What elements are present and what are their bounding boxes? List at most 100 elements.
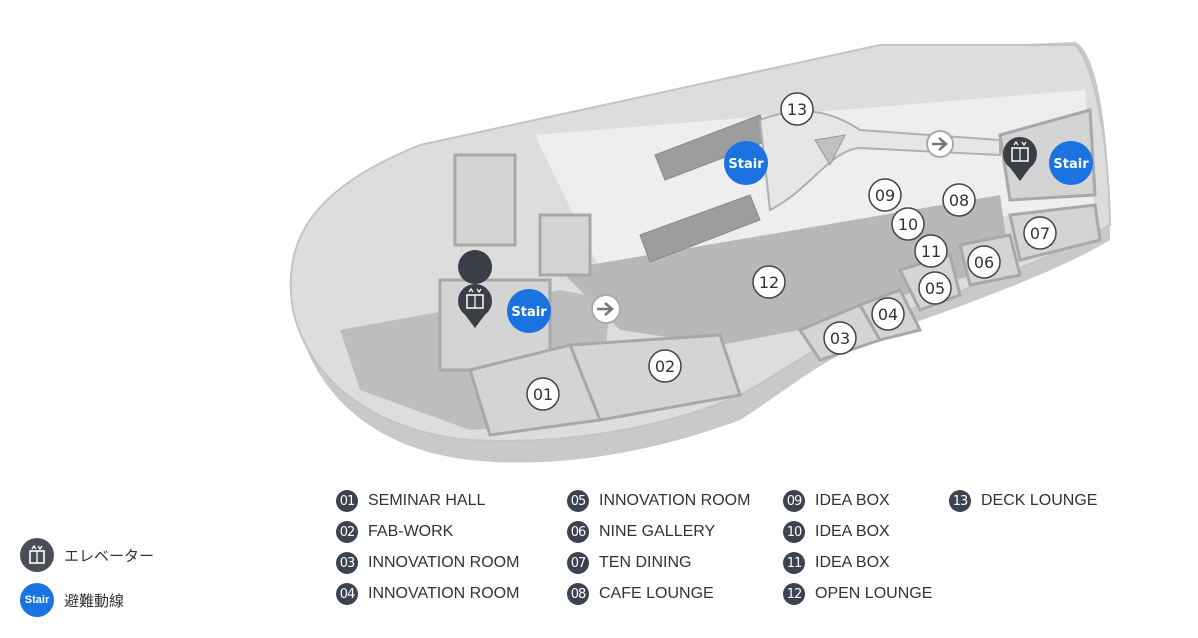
- legend-number-badge: 09: [783, 490, 805, 512]
- room-marker-number: 12: [759, 273, 779, 292]
- legend-number-badge: 10: [783, 521, 805, 543]
- room-marker-13[interactable]: 13: [780, 92, 814, 126]
- room-marker-number: 01: [533, 385, 553, 404]
- legend-label: DECK LOUNGE: [981, 492, 1098, 509]
- small-room: [538, 213, 592, 277]
- legend-label: IDEA BOX: [815, 523, 890, 540]
- stair-key-label: 避難動線: [64, 591, 125, 610]
- legend-item-11: 11 IDEA BOX: [783, 550, 890, 576]
- legend-item-06: 06 NINE GALLERY: [567, 519, 715, 545]
- key-stair: Stair 避難動線: [20, 583, 124, 617]
- legend-label: FAB-WORK: [368, 523, 454, 540]
- legend-item-07: 07 TEN DINING: [567, 550, 691, 576]
- legend-label: IDEA BOX: [815, 554, 890, 571]
- room-marker-number: 09: [875, 186, 895, 205]
- room-marker-10[interactable]: 10: [891, 207, 925, 241]
- legend-number-badge: 07: [567, 552, 589, 574]
- legend-item-03: 03 INNOVATION ROOM: [336, 550, 519, 576]
- legend-item-01: 01 SEMINAR HALL: [336, 488, 485, 514]
- legend-item-10: 10 IDEA BOX: [783, 519, 890, 545]
- room-marker-04[interactable]: 04: [871, 297, 905, 331]
- stair-marker-text: Stair: [511, 305, 547, 320]
- legend-number-badge: 03: [336, 552, 358, 574]
- room-marker-09[interactable]: 09: [868, 178, 902, 212]
- elevator-key-label: エレベーター: [64, 546, 155, 565]
- room-marker-number: 06: [974, 253, 994, 272]
- legend-item-08: 08 CAFE LOUNGE: [567, 581, 714, 607]
- room-marker-12[interactable]: 12: [752, 265, 786, 299]
- legend-label: SEMINAR HALL: [368, 492, 486, 509]
- legend-item-02: 02 FAB-WORK: [336, 519, 453, 545]
- stair-marker-left[interactable]: Stair: [507, 289, 551, 333]
- room-marker-circle: [967, 245, 1001, 279]
- room-marker-07[interactable]: 07: [1023, 216, 1057, 250]
- room-marker-number: 05: [925, 279, 945, 298]
- legend-label: IDEA BOX: [815, 492, 890, 509]
- legend-item-09: 09 IDEA BOX: [783, 488, 890, 514]
- direction-arrow-left: [591, 294, 621, 324]
- legend-number-badge: 11: [783, 552, 805, 574]
- stair-marker-right[interactable]: Stair: [1049, 141, 1093, 185]
- stair-marker-text: Stair: [728, 157, 764, 172]
- legend-label: INNOVATION ROOM: [368, 554, 520, 571]
- legend-item-05: 05 INNOVATION ROOM: [567, 488, 750, 514]
- room-marker-02[interactable]: 02: [648, 349, 682, 383]
- room-marker-circle: [868, 178, 902, 212]
- room-marker-01[interactable]: 01: [526, 377, 560, 411]
- room-marker-number: 13: [787, 100, 807, 119]
- triangle-void: [814, 134, 846, 167]
- legend-label: INNOVATION ROOM: [368, 585, 520, 602]
- legend-item-04: 04 INNOVATION ROOM: [336, 581, 519, 607]
- elevator-pin-left[interactable]: [458, 250, 493, 328]
- legend-label: CAFE LOUNGE: [599, 585, 714, 602]
- legend-label: TEN DINING: [599, 554, 692, 571]
- room-marker-08[interactable]: 08: [942, 183, 976, 217]
- legend-label: INNOVATION ROOM: [599, 492, 751, 509]
- legend-number-badge: 13: [949, 490, 971, 512]
- left-tower-rooms: [453, 153, 517, 247]
- legend-item-12: 12 OPEN LOUNGE: [783, 581, 932, 607]
- room-marker-circle: [914, 234, 948, 268]
- room-marker-03[interactable]: 03: [823, 321, 857, 355]
- room-marker-circle: [648, 349, 682, 383]
- legend-label: NINE GALLERY: [599, 523, 716, 540]
- room-marker-number: 08: [949, 191, 969, 210]
- room-marker-circle: [526, 377, 560, 411]
- room-marker-circle: [823, 321, 857, 355]
- room-marker-number: 04: [878, 305, 898, 324]
- room-marker-circle: [891, 207, 925, 241]
- room-marker-circle: [918, 271, 952, 305]
- room-marker-05[interactable]: 05: [918, 271, 952, 305]
- staircase-lower: [639, 194, 761, 263]
- room-marker-circle: [752, 265, 786, 299]
- stair-marker-text: Stair: [1053, 157, 1089, 172]
- legend-item-13: 13 DECK LOUNGE: [949, 488, 1097, 514]
- room-marker-number: 02: [655, 357, 675, 376]
- stair-marker-center[interactable]: Stair: [724, 141, 768, 185]
- room-marker-06[interactable]: 06: [967, 245, 1001, 279]
- room-marker-circle: [1023, 216, 1057, 250]
- key-elevator: エレベーター: [20, 538, 154, 572]
- legend-number-badge: 12: [783, 583, 805, 605]
- room-marker-11[interactable]: 11: [914, 234, 948, 268]
- legend-number-badge: 02: [336, 521, 358, 543]
- room-marker-circle: [942, 183, 976, 217]
- elevator-pin-right[interactable]: [1003, 137, 1037, 181]
- room-marker-circle: [780, 92, 814, 126]
- room-marker-number: 03: [830, 329, 850, 348]
- legend-label: OPEN LOUNGE: [815, 585, 933, 602]
- legend-number-badge: 01: [336, 490, 358, 512]
- room-marker-circle: [871, 297, 905, 331]
- room-marker-number: 10: [898, 215, 918, 234]
- stair-icon: Stair: [20, 583, 54, 617]
- room-marker-number: 11: [921, 242, 941, 261]
- elevator-icon: [20, 538, 54, 572]
- direction-arrow-right: [926, 130, 954, 158]
- legend-number-badge: 05: [567, 490, 589, 512]
- legend-number-badge: 06: [567, 521, 589, 543]
- room-marker-number: 07: [1030, 224, 1050, 243]
- legend-number-badge: 08: [567, 583, 589, 605]
- legend-number-badge: 04: [336, 583, 358, 605]
